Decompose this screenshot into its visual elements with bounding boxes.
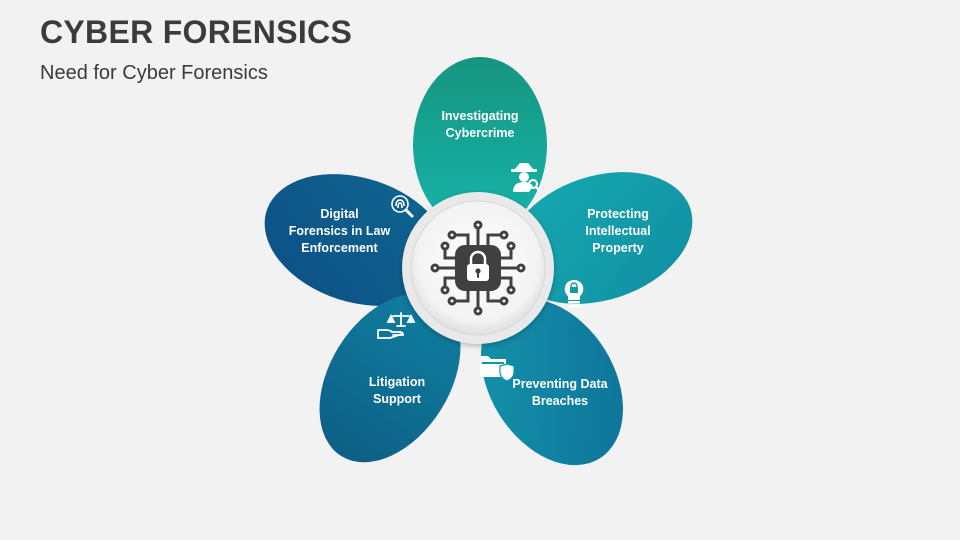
petal-bottom-right — [481, 298, 623, 466]
petal-label-protecting: Protecting Intellectual Property — [585, 207, 651, 255]
folder-shield-icon — [480, 356, 515, 382]
slide-title: CYBER FORENSICS — [40, 14, 353, 50]
petal-label-litigation: Litigation Support — [368, 375, 426, 406]
petal-label-preventing: Preventing Data Breaches — [512, 377, 608, 408]
petal-label-digital-forensics: Digital Forensics in Law Enforcement — [288, 207, 391, 255]
scales-hand-icon — [377, 312, 416, 339]
fingerprint-search-icon — [391, 195, 414, 218]
detective-icon — [511, 163, 541, 192]
petal-label-investigating: Investigating Cybercrime — [441, 109, 519, 140]
lightbulb-lock-icon — [564, 279, 584, 308]
circuit-lock-icon — [430, 220, 526, 316]
petal-bottom-left — [319, 293, 461, 463]
slide-subtitle: Need for Cyber Forensics — [40, 62, 268, 84]
